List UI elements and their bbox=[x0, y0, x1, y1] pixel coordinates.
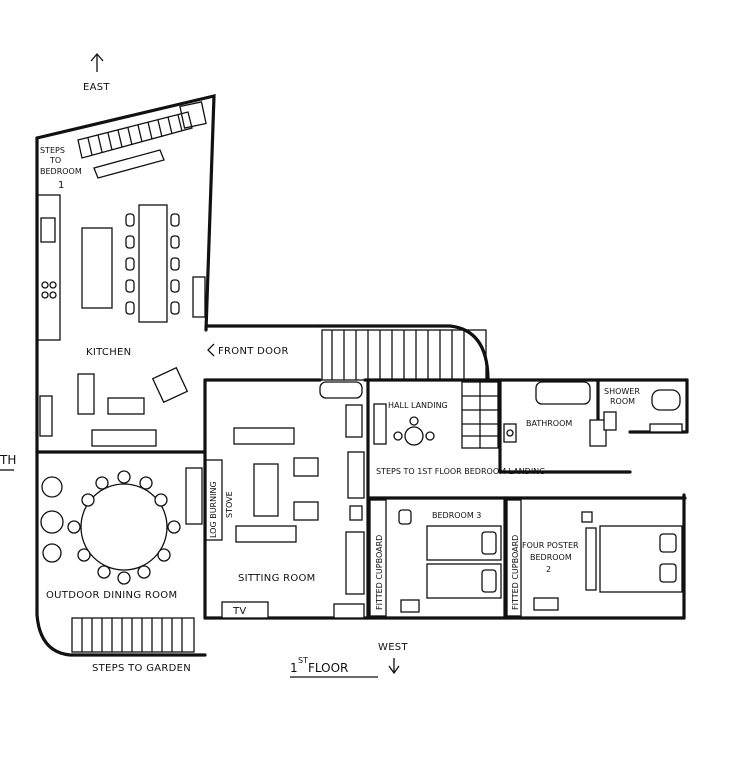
kitchen-island bbox=[81, 227, 113, 309]
front-door-label: FRONT DOOR bbox=[218, 346, 289, 357]
room-outdoor-dining: OUTDOOR DINING ROOM bbox=[46, 590, 177, 601]
up-arrow-icon bbox=[90, 53, 104, 72]
room-shower-2: ROOM bbox=[610, 397, 635, 406]
spiral-stairs bbox=[461, 381, 499, 449]
main-staircase bbox=[321, 329, 487, 381]
interior-walls bbox=[203, 378, 687, 620]
kitchen-sofa-group bbox=[39, 366, 189, 447]
room-four-poster-2: BEDROOM bbox=[530, 553, 572, 562]
outdoor-armchairs bbox=[40, 467, 203, 563]
bathroom-fixtures bbox=[503, 381, 617, 447]
left-arrow-icon bbox=[207, 343, 215, 357]
steps-label-3: BEDROOM bbox=[40, 167, 82, 176]
down-arrow-icon bbox=[388, 658, 400, 675]
kitchen-counter bbox=[37, 194, 61, 341]
kitchen-side-unit bbox=[192, 276, 206, 318]
compass-west: WEST bbox=[378, 642, 408, 653]
room-kitchen: KITCHEN bbox=[86, 347, 131, 358]
floor-title-sup: ST bbox=[298, 656, 308, 665]
sitting-room-furniture bbox=[233, 381, 365, 619]
steps-label-2: TO bbox=[49, 156, 61, 165]
shower-fixtures bbox=[649, 389, 683, 433]
stove-label-1: LOG BURNING bbox=[209, 481, 218, 538]
room-bathroom: BATHROOM bbox=[526, 419, 572, 428]
kitchen-dining-table bbox=[125, 204, 180, 323]
fitted-cupboard-a-box bbox=[369, 499, 387, 617]
room-hall-landing: HALL LANDING bbox=[388, 401, 448, 410]
fitted-cupboard-a: FITTED CUPBOARD bbox=[375, 535, 384, 610]
tv-label: TV bbox=[232, 606, 247, 617]
room-shower-1: SHOWER bbox=[604, 387, 640, 396]
steps-to-garden: STEPS TO GARDEN bbox=[92, 663, 191, 674]
four-poster-bed bbox=[533, 511, 683, 611]
tv-cabinet bbox=[221, 601, 269, 619]
room-four-poster-1: FOUR POSTER bbox=[522, 541, 579, 550]
steps-label-4: 1 bbox=[58, 180, 65, 191]
fitted-cupboard-b: FITTED CUPBOARD bbox=[511, 535, 520, 610]
stove-label-2: STOVE bbox=[225, 491, 234, 518]
bedroom-3-beds bbox=[398, 509, 502, 613]
room-sitting: SITTING ROOM bbox=[238, 573, 316, 584]
steps-label-1: STEPS bbox=[40, 146, 65, 155]
room-four-poster-3: 2 bbox=[546, 565, 551, 574]
hall-landing-table bbox=[373, 403, 435, 446]
room-bedroom-3: BEDROOM 3 bbox=[432, 511, 481, 520]
floor-title-num: 1 bbox=[290, 661, 298, 675]
fitted-cupboard-b-box bbox=[506, 499, 522, 617]
floor-title-rest: FLOOR bbox=[308, 661, 348, 675]
kitchen-stairs bbox=[77, 101, 207, 179]
outdoor-dining-table bbox=[67, 470, 181, 585]
stove-box bbox=[205, 459, 223, 541]
garden-steps bbox=[71, 617, 195, 653]
compass-north-partial: TH bbox=[0, 453, 16, 467]
compass-east: EAST bbox=[83, 82, 110, 93]
steps-to-landing: STEPS TO 1ST FLOOR BEDROOM LANDING bbox=[376, 467, 545, 476]
